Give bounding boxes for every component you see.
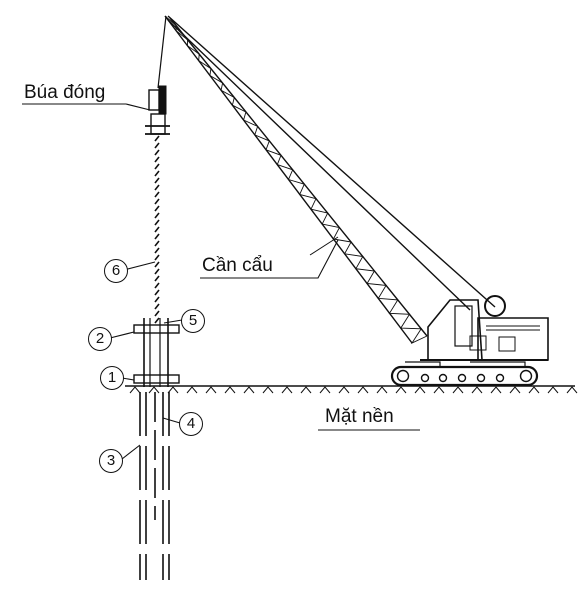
- sheet-piles: [139, 392, 170, 580]
- hammer-label: Búa đóng: [24, 82, 106, 103]
- ground-label: Mặt nền: [325, 406, 394, 427]
- crane-body: [420, 295, 549, 361]
- callout-1: 1: [100, 366, 124, 390]
- hoist-cable: [157, 15, 167, 89]
- callout-3: 3: [99, 449, 123, 473]
- callout-5: 5: [181, 309, 205, 333]
- crane-boom: [164, 15, 496, 345]
- callout-6: 6: [104, 259, 128, 283]
- ground-surface: [125, 385, 578, 394]
- callout-4: 4: [179, 412, 203, 436]
- crawler-track: [390, 361, 539, 387]
- crane-label: Cần cẩu: [202, 255, 273, 276]
- label-leaders: [22, 103, 420, 460]
- guide-frame: [133, 318, 180, 387]
- pile-hammer: [145, 85, 170, 135]
- leader-chain: [154, 135, 160, 324]
- callout-2: 2: [88, 327, 112, 351]
